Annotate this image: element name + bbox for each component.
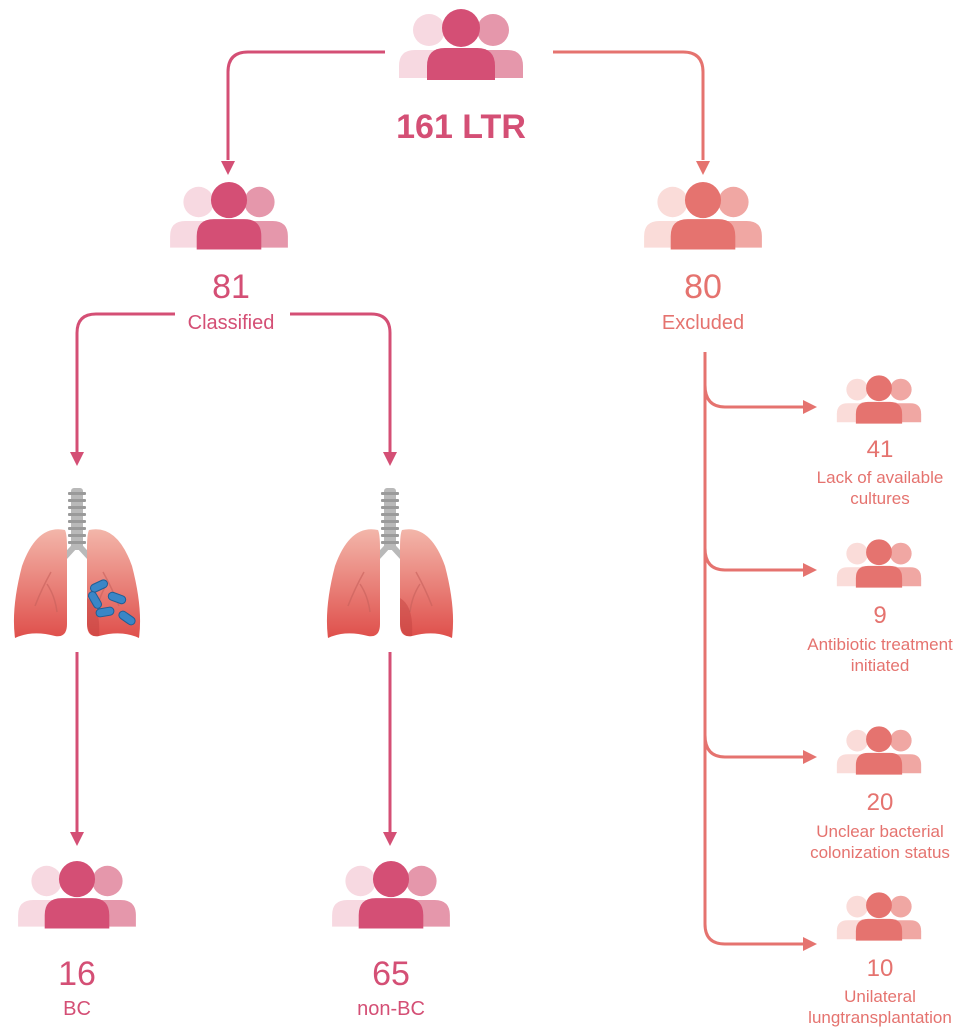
reason-text: Lack of available cultures [817, 467, 944, 510]
reason-line: Lack of available [816, 468, 944, 487]
icon-layer [13, 9, 922, 941]
arrow-head [383, 832, 397, 846]
connector-arrows [70, 50, 817, 951]
lungs-icon [326, 488, 454, 638]
classified-label: Classified [187, 312, 275, 334]
reason-line: initiated [850, 656, 910, 676]
people-group-icon [332, 861, 450, 929]
excluded-label: Excluded [661, 312, 745, 334]
non-bc-label: non-BC [357, 998, 425, 1020]
arrow-head [70, 832, 84, 846]
arrow-head [696, 161, 710, 175]
non-bc-count: 65 [372, 955, 410, 993]
arrow-head [803, 750, 817, 764]
reason-text: Antibiotic treatment initiated [807, 634, 953, 677]
people-group-icon [399, 9, 523, 80]
excluded-count: 80 [684, 268, 722, 306]
people-group-icon [170, 182, 288, 250]
connector-line [226, 50, 385, 160]
connector-line [553, 50, 705, 160]
reason-text: Unclear bacterial colonization status [810, 821, 950, 864]
reason-line: lungtransplantation [808, 1008, 952, 1028]
reason-line: Unclear bacterial [816, 822, 944, 841]
reason-line: colonization status [810, 843, 950, 863]
arrow-head [803, 937, 817, 951]
people-group-icon [836, 726, 922, 775]
people-group-icon [836, 375, 922, 424]
people-group-icon [836, 892, 922, 941]
bacteria-icon [88, 579, 136, 626]
people-group-icon [644, 182, 762, 250]
connector-line [75, 312, 175, 452]
classified-count: 81 [212, 268, 250, 306]
people-group-icon [18, 861, 136, 929]
reason-line: Unilateral [844, 987, 916, 1006]
connector-line [703, 734, 804, 759]
people-group-icon [836, 539, 922, 588]
reason-count: 41 [866, 436, 894, 463]
reason-count: 9 [873, 602, 887, 629]
arrow-head [70, 452, 84, 466]
arrow-head [383, 452, 397, 466]
connector-line [290, 312, 392, 452]
reason-text: Unilateral lungtransplantation [808, 986, 952, 1029]
connector-line [703, 352, 804, 946]
reason-line: cultures [850, 489, 910, 509]
connector-line [703, 547, 804, 572]
lungs-icon [13, 488, 141, 638]
arrow-head [803, 563, 817, 577]
total-count: 161 LTR [396, 108, 526, 146]
bc-label: BC [63, 998, 91, 1020]
arrow-head [803, 400, 817, 414]
arrow-head [221, 161, 235, 175]
reason-count: 10 [866, 955, 894, 982]
reason-line: Antibiotic treatment [807, 635, 953, 654]
bc-count: 16 [58, 955, 96, 993]
reason-count: 20 [866, 789, 894, 816]
connector-line [703, 384, 804, 409]
